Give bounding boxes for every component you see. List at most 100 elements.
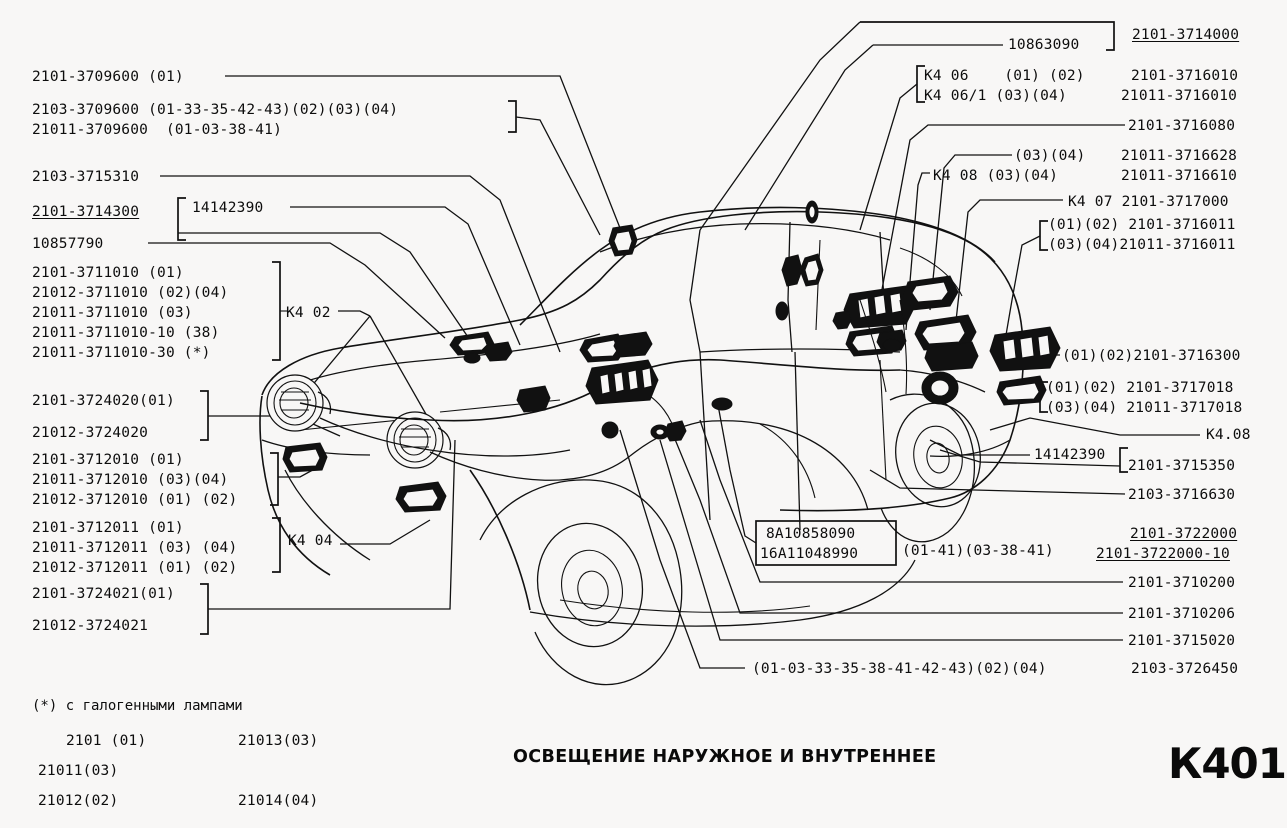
headlamp-right bbox=[386, 411, 452, 469]
leader-line bbox=[160, 175, 561, 353]
part-label-2101-3712011: 2101-3712011 (01) bbox=[32, 520, 184, 536]
part-label-2101-3716010: 2101-3716010 bbox=[1131, 68, 1239, 84]
leader-line bbox=[225, 75, 621, 229]
bracket-top-right bbox=[860, 21, 1115, 51]
part-label-21012-3712011: 21012-3712011 (01) (02) bbox=[32, 560, 238, 576]
part-label-21012-3724020: 21012-3724020 bbox=[32, 425, 149, 441]
part-label-21012-3712010: 21012-3712010 (01) (02) bbox=[32, 492, 238, 508]
assembly-label-k4-06: К4 06 (01) (02) bbox=[924, 68, 1085, 84]
headlamp-left bbox=[266, 374, 332, 432]
part-label-21011-3711010: 21011-3711010 (03) bbox=[32, 305, 193, 321]
dome-lamp bbox=[608, 224, 638, 257]
sheet-title: ОСВЕЩЕНИЕ НАРУЖНОЕ И ВНУТРЕННЕЕ bbox=[513, 747, 937, 767]
part-label-14142390-left: 14142390 bbox=[192, 200, 264, 216]
leader-line bbox=[717, 404, 757, 544]
part-label-14142390-right: 14142390 bbox=[1034, 447, 1106, 463]
part-label-2101-3715020: 2101-3715020 bbox=[1128, 633, 1236, 649]
model-21013: 21013(03) bbox=[238, 733, 319, 749]
leader-line bbox=[879, 124, 1125, 301]
leader-line bbox=[699, 419, 1123, 583]
bracket-right bbox=[508, 100, 517, 133]
page-code: К401 bbox=[1168, 739, 1287, 788]
variant-label-0304-a: (03)(04) bbox=[1014, 148, 1086, 164]
part-label-21011-3711010-10: 21011-3711010-10 (38) bbox=[32, 325, 220, 341]
part-label-2101-3722000-10: 2101-3722000-10 bbox=[1096, 546, 1230, 562]
bracket-right bbox=[270, 452, 279, 506]
part-label-21011-3711010-30: 21011-3711010-30 (*) bbox=[32, 345, 211, 361]
model-21014: 21014(04) bbox=[238, 793, 319, 809]
part-label-2101-3716300: (01)(02)2101-3716300 bbox=[1062, 348, 1241, 364]
bracket-left bbox=[1119, 447, 1128, 473]
leader-line bbox=[208, 439, 456, 610]
assembly-label-k4-08-right: К4.08 bbox=[1206, 427, 1251, 443]
leader-line bbox=[859, 83, 918, 231]
assembly-label-k4-06-1: К4 06/1 (03)(04) bbox=[924, 88, 1067, 104]
part-label-2101-3710206: 2101-3710206 bbox=[1128, 606, 1236, 622]
bracket-right bbox=[200, 583, 209, 635]
part-label-2101-3724021: 2101-3724021(01) bbox=[32, 586, 175, 602]
relay-cluster-front bbox=[449, 331, 653, 364]
part-label-2101-3712010: 2101-3712010 (01) bbox=[32, 452, 184, 468]
footnote-halogen: (*) с галогенными лампами bbox=[32, 698, 243, 714]
leader-line bbox=[929, 154, 1012, 311]
bracket-right bbox=[272, 261, 281, 361]
assembly-label-k4-08: К4 08 (03)(04) bbox=[933, 168, 1059, 184]
part-label-21011-3712011: 21011-3712011 (03) (04) bbox=[32, 540, 238, 556]
part-label-2101-3714000: 2101-3714000 bbox=[1132, 27, 1240, 43]
leader-line bbox=[699, 21, 861, 231]
bracket-left bbox=[177, 197, 186, 241]
leader-line bbox=[744, 44, 874, 231]
leader-line bbox=[338, 310, 371, 317]
part-label-2101-3716011: (01)(02) 2101-3716011 bbox=[1048, 217, 1236, 233]
bracket-left bbox=[1039, 220, 1048, 251]
part-label-21012-3711010: 21012-3711010 (02)(04) bbox=[32, 285, 229, 301]
front-lamp-right bbox=[395, 481, 447, 513]
leader-line bbox=[659, 439, 1123, 641]
part-label-21011-3717018: (03)(04) 21011-3717018 bbox=[1046, 400, 1243, 416]
part-label-2101-3716080: 2101-3716080 bbox=[1128, 118, 1236, 134]
part-label-2103-3726450: 2103-3726450 bbox=[1131, 661, 1239, 677]
part-label-2101-3717000: К4 07 2101-3717000 bbox=[1068, 194, 1229, 210]
model-2101: 2101 (01) bbox=[66, 733, 147, 749]
part-label-21011-3712010: 21011-3712010 (03)(04) bbox=[32, 472, 229, 488]
part-label-10857790: 10857790 bbox=[32, 236, 104, 252]
leader-line bbox=[340, 519, 431, 545]
leader-line bbox=[905, 172, 930, 331]
part-label-2101-3717018: (01)(02) 2101-3717018 bbox=[1046, 380, 1234, 396]
part-label-8a10858090: 8А10858090 bbox=[766, 526, 856, 542]
part-label-2101-3711010: 2101-3711010 (01) bbox=[32, 265, 184, 281]
part-label-2101-3710200: 2101-3710200 bbox=[1128, 575, 1236, 591]
part-label-2101-3724020: 2101-3724020(01) bbox=[32, 393, 175, 409]
model-21012: 21012(02) bbox=[38, 793, 119, 809]
leader-line bbox=[619, 429, 745, 669]
variant-label-box: (01-41)(03-38-41) bbox=[902, 543, 1054, 559]
leader-line bbox=[148, 242, 446, 339]
part-label-16a11048990: 16А11048990 bbox=[760, 546, 859, 562]
car-illustration bbox=[259, 200, 1061, 686]
part-label-21012-3724021: 21012-3724021 bbox=[32, 618, 149, 634]
part-label-21011-3716011: (03)(04)21011-3716011 bbox=[1048, 237, 1236, 253]
part-label-2103-3709600: 2103-3709600 (01-33-35-42-43)(02)(03)(04… bbox=[32, 102, 399, 118]
bracket-right bbox=[272, 517, 281, 573]
leader-line bbox=[954, 199, 1063, 331]
model-21011: 21011(03) bbox=[38, 763, 119, 779]
leader-line bbox=[989, 417, 1200, 436]
variant-label-bottom: (01-03-33-35-38-41-42-43)(02)(04) bbox=[752, 661, 1047, 677]
part-label-2101-3722000: 2101-3722000 bbox=[1130, 526, 1238, 542]
assembly-label-k4-02: К4 02 bbox=[286, 305, 331, 321]
part-label-10863090: 10863090 bbox=[1008, 37, 1080, 53]
interior-switches bbox=[775, 200, 1061, 406]
part-label-21011-3716010: 21011-3716010 bbox=[1121, 88, 1238, 104]
leader-line bbox=[671, 431, 1123, 614]
fuse-box bbox=[585, 359, 659, 405]
bracket-right bbox=[200, 390, 209, 441]
leader-line bbox=[369, 315, 436, 431]
part-label-21011-3709600: 21011-3709600 (01-03-38-41) bbox=[32, 122, 283, 138]
part-label-2103-3715310: 2103-3715310 bbox=[32, 169, 140, 185]
front-lamp-left bbox=[282, 442, 328, 473]
part-label-21011-3716610: 21011-3716610 bbox=[1121, 168, 1238, 184]
part-label-2101-3715350: 2101-3715350 bbox=[1128, 458, 1236, 474]
part-label-2103-3716630: 2103-3716630 bbox=[1128, 487, 1236, 503]
